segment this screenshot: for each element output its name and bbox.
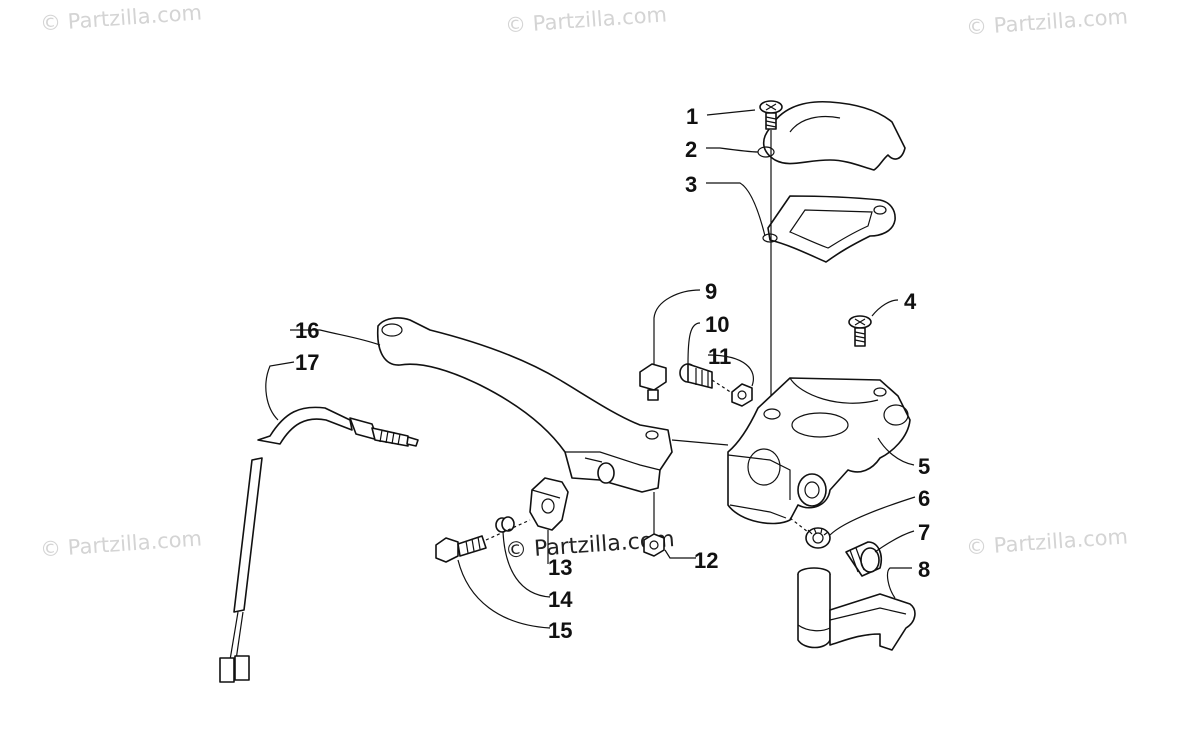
part-2-cover [757, 100, 906, 171]
part-6-nut [805, 527, 831, 549]
leader-lines [265, 109, 916, 629]
part-11-nut [731, 383, 753, 407]
part-1-screw [759, 100, 783, 130]
part-15-bolt [435, 535, 487, 563]
callout-17: 17 [295, 350, 319, 375]
callout-6: 6 [918, 486, 930, 511]
part-17-cable [219, 406, 419, 683]
callout-14: 14 [548, 587, 573, 612]
part-14-collar [495, 516, 515, 533]
callout-4: 4 [904, 289, 917, 314]
callout-13: 13 [548, 555, 572, 580]
callout-15: 15 [548, 618, 572, 643]
part-3-gasket [762, 195, 896, 263]
part-13-adjuster [529, 477, 569, 531]
part-8-throttle [797, 567, 916, 651]
callout-8: 8 [918, 557, 930, 582]
callout-1: 1 [686, 104, 698, 129]
callout-3: 3 [685, 172, 697, 197]
callout-12: 12 [694, 548, 718, 573]
callout-9: 9 [705, 279, 717, 304]
callout-2: 2 [685, 137, 697, 162]
part-4-screw [848, 315, 872, 347]
part-7-screw [845, 541, 883, 577]
part-16-lever [376, 317, 673, 493]
callout-numbers: 1 2 3 4 5 6 7 8 9 10 11 12 13 14 15 16 1… [295, 104, 930, 643]
part-9-bolt [639, 363, 667, 401]
part-10-pin [679, 363, 713, 389]
callout-16: 16 [295, 318, 319, 343]
callout-5: 5 [918, 454, 930, 479]
part-12-nut [643, 533, 665, 557]
callout-7: 7 [918, 520, 930, 545]
callout-11: 11 [708, 344, 731, 369]
callout-10: 10 [705, 312, 729, 337]
part-5-housing [727, 377, 911, 525]
